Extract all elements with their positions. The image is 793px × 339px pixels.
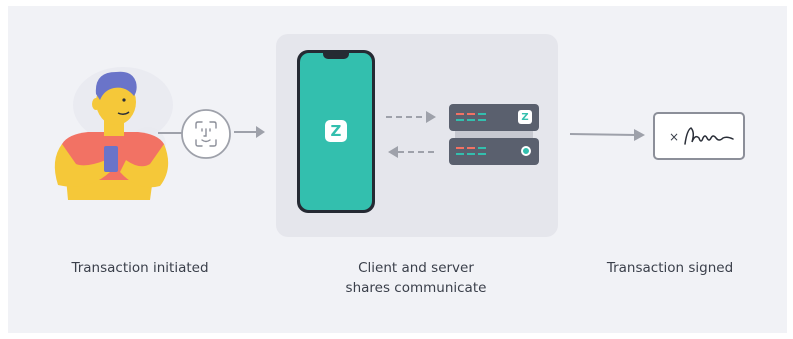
arrow-server-to-phone [388,146,438,158]
step-label-signed: Transaction signed [606,260,734,276]
person-left-arm [54,144,110,187]
step-label-communicate-line2: shares communicate [345,280,487,296]
server-unit-top: Z [449,104,539,131]
person-right-arm [120,144,169,188]
person-illustration [54,67,173,200]
arrow-phone-to-server [386,111,436,123]
face-id-icon [181,109,231,159]
person-ear [92,98,100,110]
server-logo-icon: Z [518,110,532,124]
server-unit-bottom [449,138,539,165]
arrow-to-signature [569,129,645,141]
server-status-dot [521,146,531,156]
step-label-communicate-line1: Client and server [358,260,474,276]
signature-card: × [653,112,745,160]
arrow-to-panel [234,126,265,138]
phone-device: Z [297,50,375,213]
person-mouth [117,111,130,116]
app-logo-icon: Z [325,120,347,142]
person-eye [122,98,126,102]
person-phone [104,146,118,172]
server-indicator-lights [456,113,486,121]
signature-x-mark: × [669,130,680,144]
phone-screen: Z [300,53,372,210]
server-indicator-lights [456,147,486,155]
server-rack-middle [455,131,533,138]
connector-line-left [158,132,183,134]
person-hair [95,71,137,100]
phone-notch [323,53,349,59]
signature-scribble-icon [684,127,734,145]
step-label-initiated: Transaction initiated [71,260,209,276]
